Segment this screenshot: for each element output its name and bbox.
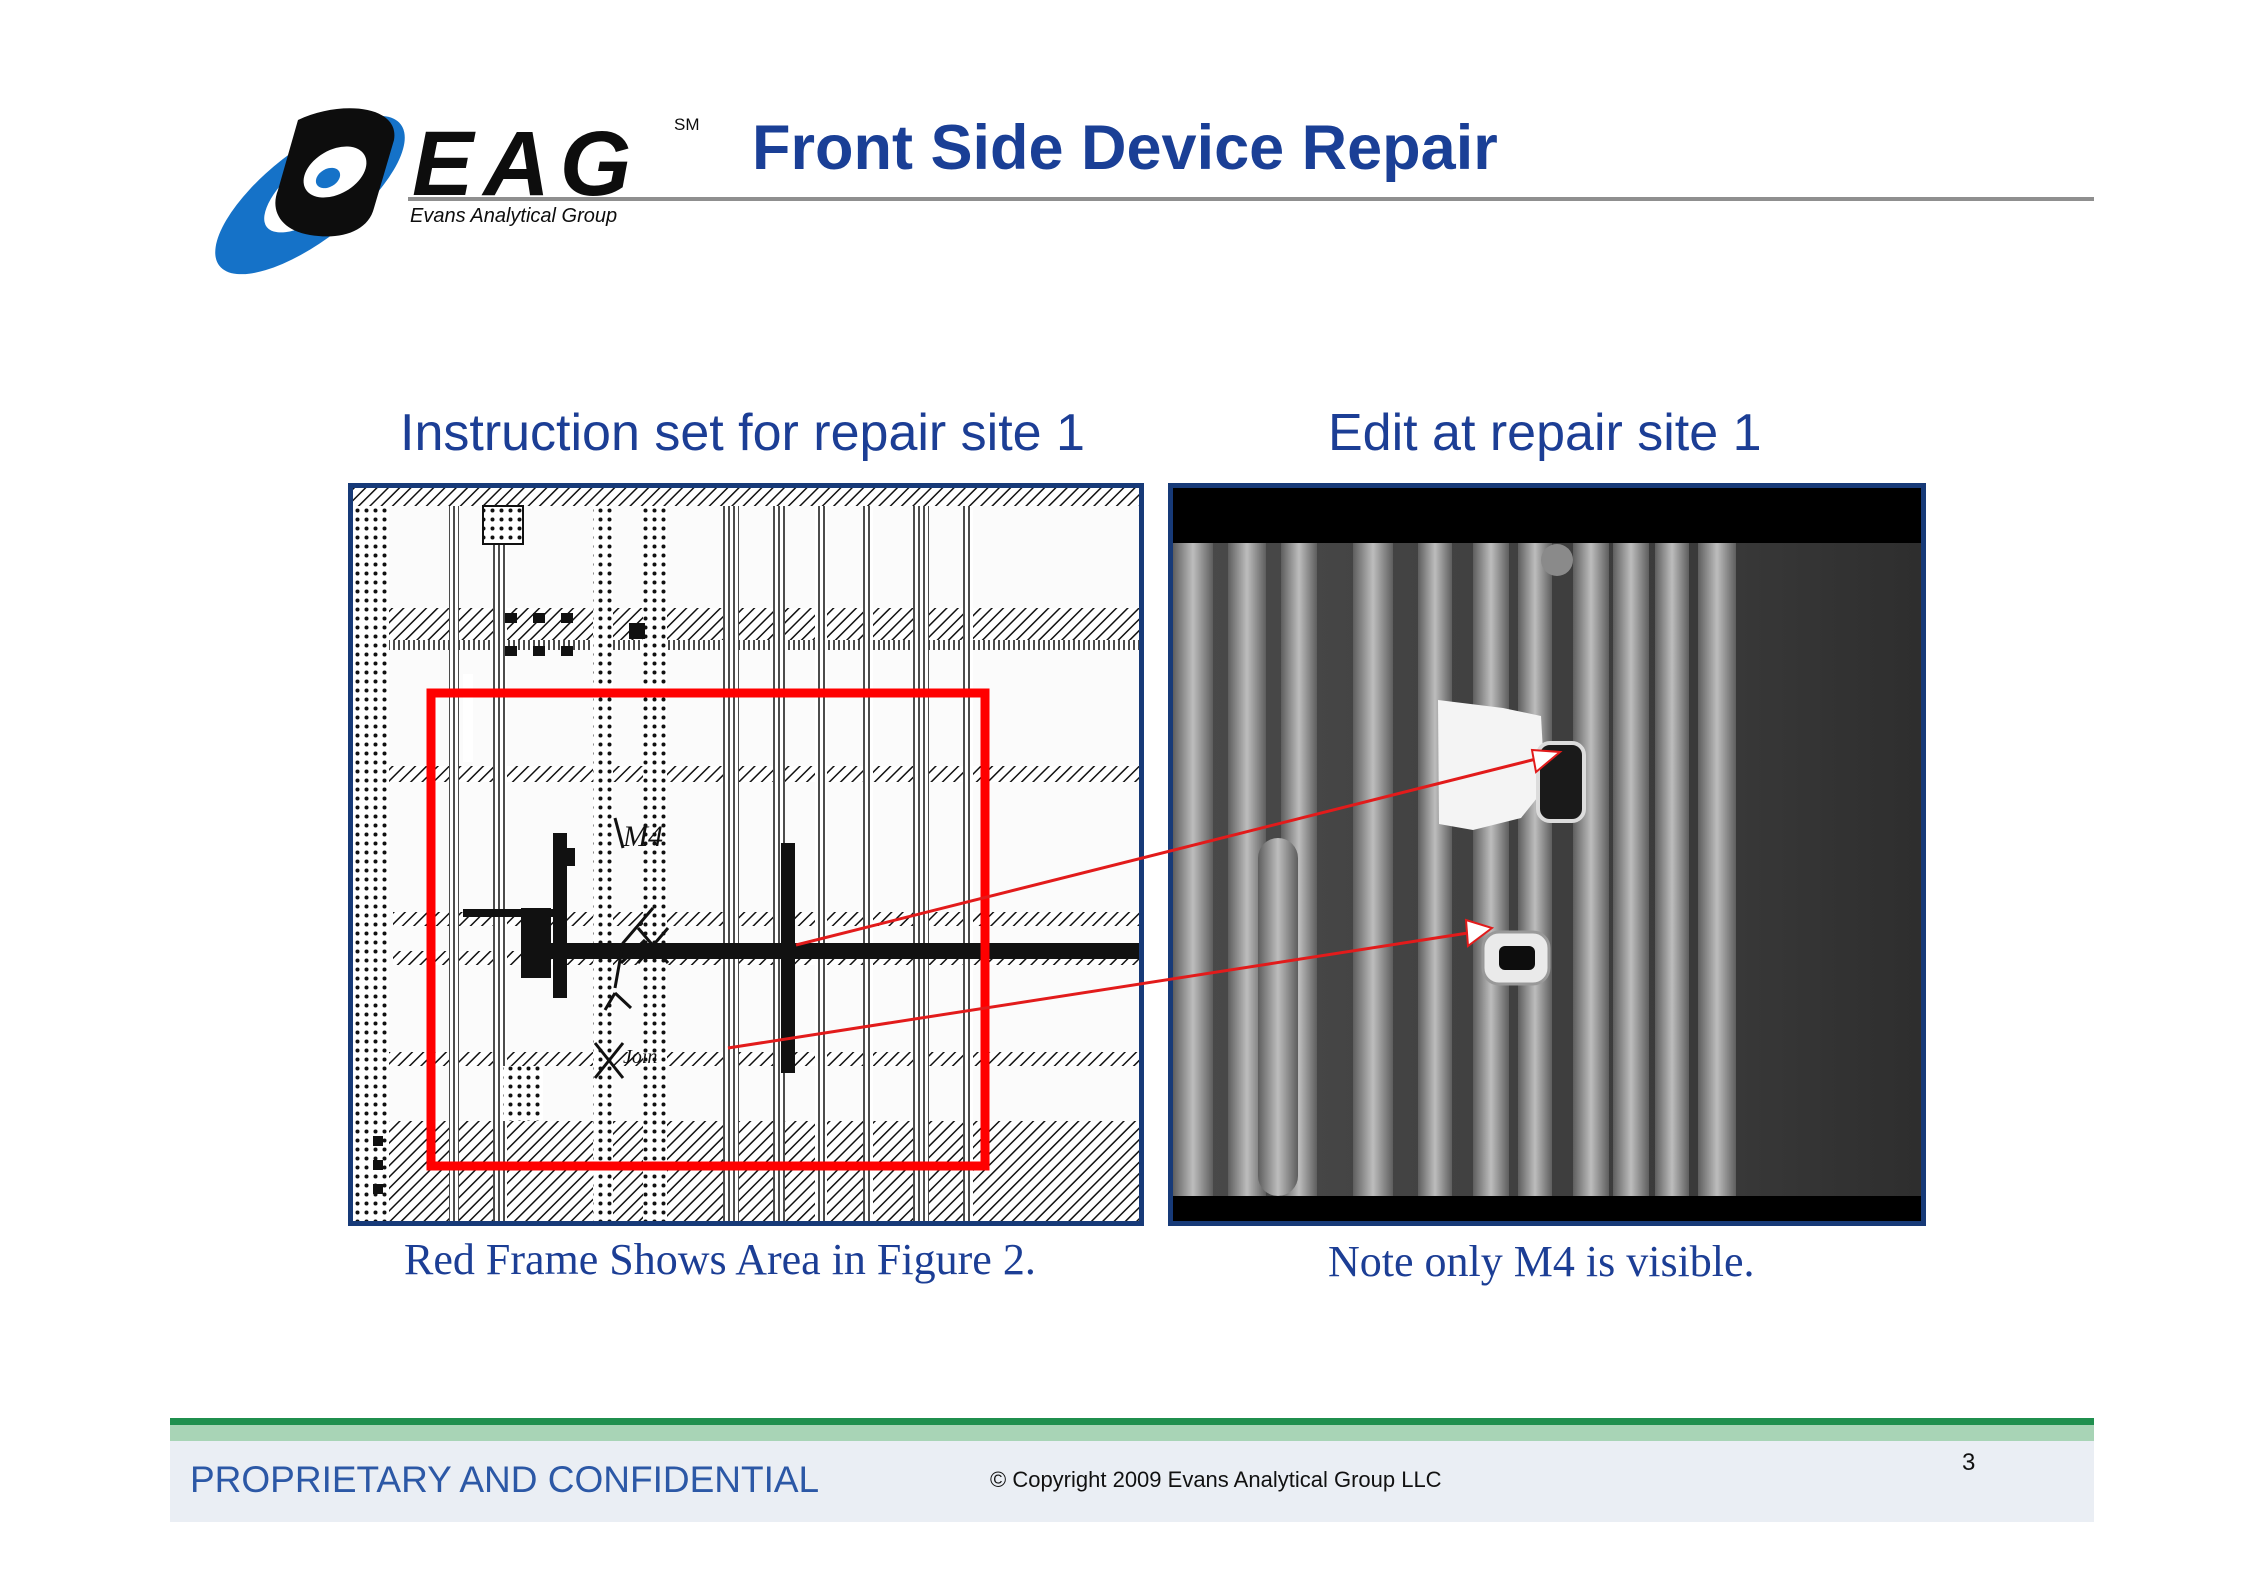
right-panel-heading: Edit at repair site 1 bbox=[1328, 404, 1762, 462]
footer-copyright: © Copyright 2009 Evans Analytical Group … bbox=[990, 1467, 1442, 1492]
fib-cut-upper bbox=[1536, 741, 1586, 823]
left-panel-heading: Instruction set for repair site 1 bbox=[400, 404, 1085, 462]
metal-band bbox=[353, 1121, 1139, 1221]
metal-band bbox=[353, 1052, 1139, 1066]
join-label: Join bbox=[623, 1046, 657, 1068]
eag-logo: EAG SM Evans Analytical Group bbox=[215, 108, 700, 275]
sem-image-panel bbox=[1168, 483, 1926, 1226]
footer-confidential-label: PROPRIETARY AND CONFIDENTIAL bbox=[190, 1459, 820, 1500]
sem-image bbox=[1173, 488, 1921, 1221]
title-divider bbox=[408, 197, 2094, 201]
m4-label: M4 bbox=[622, 820, 663, 853]
metal-band bbox=[353, 608, 1139, 640]
footer-band bbox=[170, 1441, 2094, 1522]
layout-drawing-panel: M4 Join bbox=[348, 483, 1144, 1226]
hand-annotations bbox=[593, 817, 670, 1079]
footer-rule bbox=[170, 1418, 2094, 1425]
logo-service-mark: SM bbox=[674, 115, 700, 134]
slide-title: Front Side Device Repair bbox=[752, 113, 1498, 183]
footer-rule-light bbox=[170, 1425, 2094, 1441]
layout-drawing: M4 Join bbox=[353, 488, 1139, 1221]
metal-band bbox=[353, 766, 1139, 782]
logo-subtitle: Evans Analytical Group bbox=[410, 205, 617, 227]
page-number: 3 bbox=[1962, 1449, 1976, 1476]
left-panel-caption: Red Frame Shows Area in Figure 2. bbox=[404, 1235, 1036, 1284]
eag-swoosh-icon bbox=[215, 108, 405, 275]
right-panel-caption: Note only M4 is visible. bbox=[1328, 1237, 1755, 1286]
